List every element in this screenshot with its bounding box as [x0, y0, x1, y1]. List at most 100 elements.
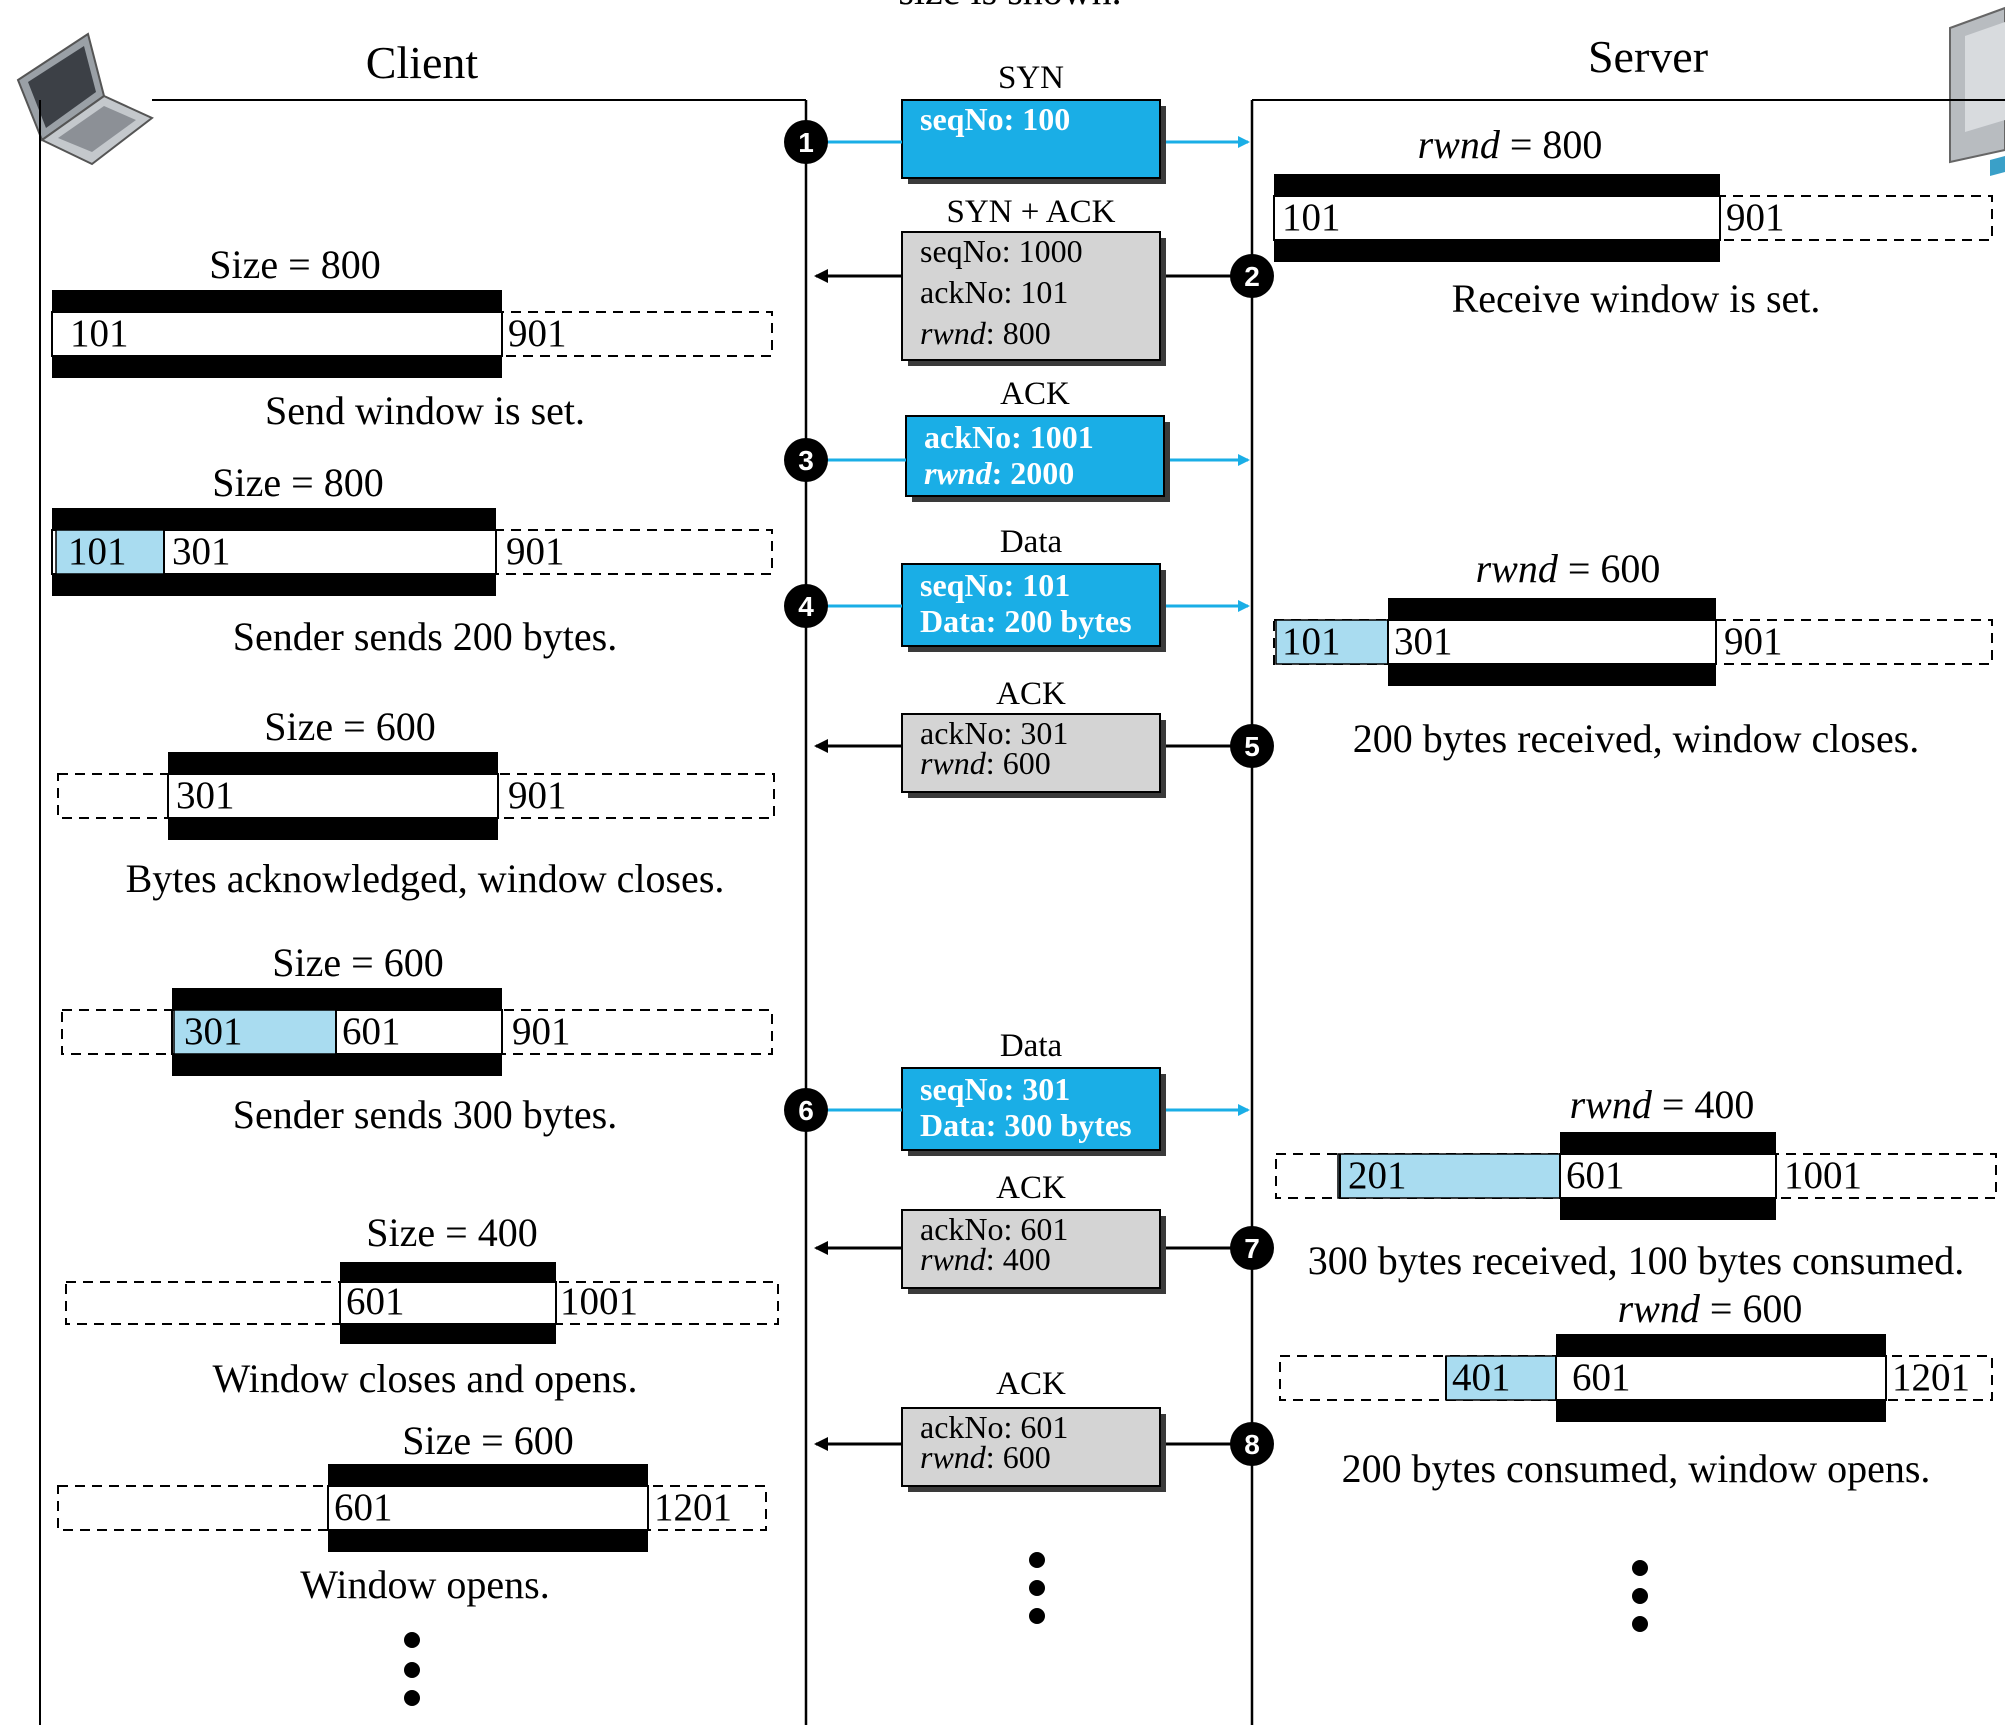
window-cell-value: 101 [70, 312, 129, 355]
step-number-badge [784, 584, 828, 628]
partial-top-text: size is shown. [898, 0, 1121, 13]
window-cell-value: 601 [342, 1010, 401, 1053]
message-field: Data: 200 bytes [920, 603, 1132, 639]
window-cell-value: 901 [508, 774, 567, 817]
message-field: ackNo: 601 [920, 1409, 1068, 1445]
client-window-size-label: Size = 800 [212, 460, 383, 505]
server-rwnd-label: rwnd = 400 [1570, 1082, 1755, 1127]
message-type-label: SYN + ACK [947, 194, 1116, 230]
client-window-caption: Window opens. [300, 1562, 549, 1607]
message-field: seqNo: 301 [920, 1071, 1070, 1107]
window-cell-value: 901 [1724, 620, 1783, 663]
window-cell-value: 901 [512, 1010, 571, 1053]
server-rwnd-label: rwnd = 800 [1418, 122, 1603, 167]
window-cell-value: 201 [1348, 1154, 1407, 1197]
server-receive-window: 201 601 1001 [1275, 1132, 1997, 1220]
window-cell-value: 901 [506, 530, 565, 573]
message-field: ackNo: 101 [920, 274, 1068, 310]
client-window-size-label: Size = 600 [402, 1418, 573, 1463]
message-field: seqNo: 101 [920, 567, 1070, 603]
step-number-badge [784, 120, 828, 164]
step-number: 4 [798, 591, 814, 622]
step-number: 1 [798, 127, 814, 158]
message-type-label: ACK [996, 676, 1066, 712]
server-window-caption: Receive window is set. [1452, 276, 1821, 321]
step-number-badge [784, 1088, 828, 1132]
middle-continuation-dots [1029, 1552, 1045, 1624]
step-number: 6 [798, 1095, 814, 1126]
message-field: rwnd: 400 [920, 1241, 1051, 1277]
message-field: rwnd: 2000 [924, 455, 1074, 491]
client-send-window: 601 1001 [65, 1262, 779, 1344]
window-cell-value: 601 [1572, 1356, 1631, 1399]
window-cell-value: 301 [176, 774, 235, 817]
message-type-label: ACK [996, 1170, 1066, 1206]
server-receive-window: 101 301 901 [1273, 598, 1993, 686]
server-label: Server [1588, 31, 1708, 82]
client-window-caption: Sender sends 300 bytes. [233, 1092, 617, 1137]
server-window-caption: 300 bytes received, 100 bytes consumed. [1308, 1238, 1965, 1283]
client-window-caption: Window closes and opens. [213, 1356, 638, 1401]
step-number: 5 [1244, 731, 1260, 762]
window-cell-value: 901 [508, 312, 567, 355]
client-label: Client [366, 37, 479, 88]
window-cell-value: 301 [1394, 620, 1453, 663]
step-number: 3 [798, 445, 814, 476]
window-cell-value: 101 [1282, 620, 1341, 663]
server-rwnd-label: rwnd = 600 [1618, 1286, 1803, 1331]
client-window-size-label: Size = 600 [264, 704, 435, 749]
window-cell-value: 101 [68, 530, 127, 573]
client-continuation-dots [404, 1632, 420, 1706]
client-send-window: 101 901 [51, 290, 773, 378]
step-number: 8 [1244, 1429, 1260, 1460]
step-number-badge [1230, 1422, 1274, 1466]
client-window-caption: Sender sends 200 bytes. [233, 614, 617, 659]
message-type-label: ACK [996, 1366, 1066, 1402]
window-cell-value: 1201 [1892, 1356, 1970, 1399]
server-icon [1949, 6, 2005, 176]
server-window-caption: 200 bytes received, window closes. [1353, 716, 1920, 761]
client-send-window: 301 901 [57, 752, 775, 840]
window-cell-value: 1201 [654, 1486, 732, 1529]
step-number-badge [784, 438, 828, 482]
message-type-label: ACK [1000, 376, 1070, 412]
window-cell-value: 601 [346, 1280, 405, 1323]
window-cell-value: 101 [1282, 196, 1341, 239]
client-window-caption: Bytes acknowledged, window closes. [126, 856, 725, 901]
message-type-label: Data [1000, 524, 1063, 560]
window-cell-value: 601 [334, 1486, 393, 1529]
segment-message: SYN seqNo: 100 1 [784, 60, 1250, 184]
window-cell-value: 301 [172, 530, 231, 573]
step-number-badge [1230, 724, 1274, 768]
window-cell-value: 1001 [560, 1280, 638, 1323]
message-field: ackNo: 601 [920, 1211, 1068, 1247]
message-field: Data: 300 bytes [920, 1107, 1132, 1143]
laptop-icon [16, 32, 154, 166]
message-type-label: SYN [998, 60, 1064, 96]
server-window-caption: 200 bytes consumed, window opens. [1342, 1446, 1931, 1491]
step-number-badge [1230, 1226, 1274, 1270]
message-field: ackNo: 1001 [924, 419, 1094, 455]
message-field: rwnd: 600 [920, 1439, 1051, 1475]
client-window-size-label: Size = 400 [366, 1210, 537, 1255]
window-cell-value: 1001 [1784, 1154, 1862, 1197]
message-field: seqNo: 1000 [920, 233, 1083, 269]
step-number: 2 [1244, 261, 1260, 292]
server-continuation-dots [1632, 1560, 1648, 1632]
client-window-caption: Send window is set. [265, 388, 585, 433]
message-field: seqNo: 100 [920, 101, 1070, 137]
window-cell-value: 601 [1566, 1154, 1625, 1197]
client-window-size-label: Size = 800 [209, 242, 380, 287]
